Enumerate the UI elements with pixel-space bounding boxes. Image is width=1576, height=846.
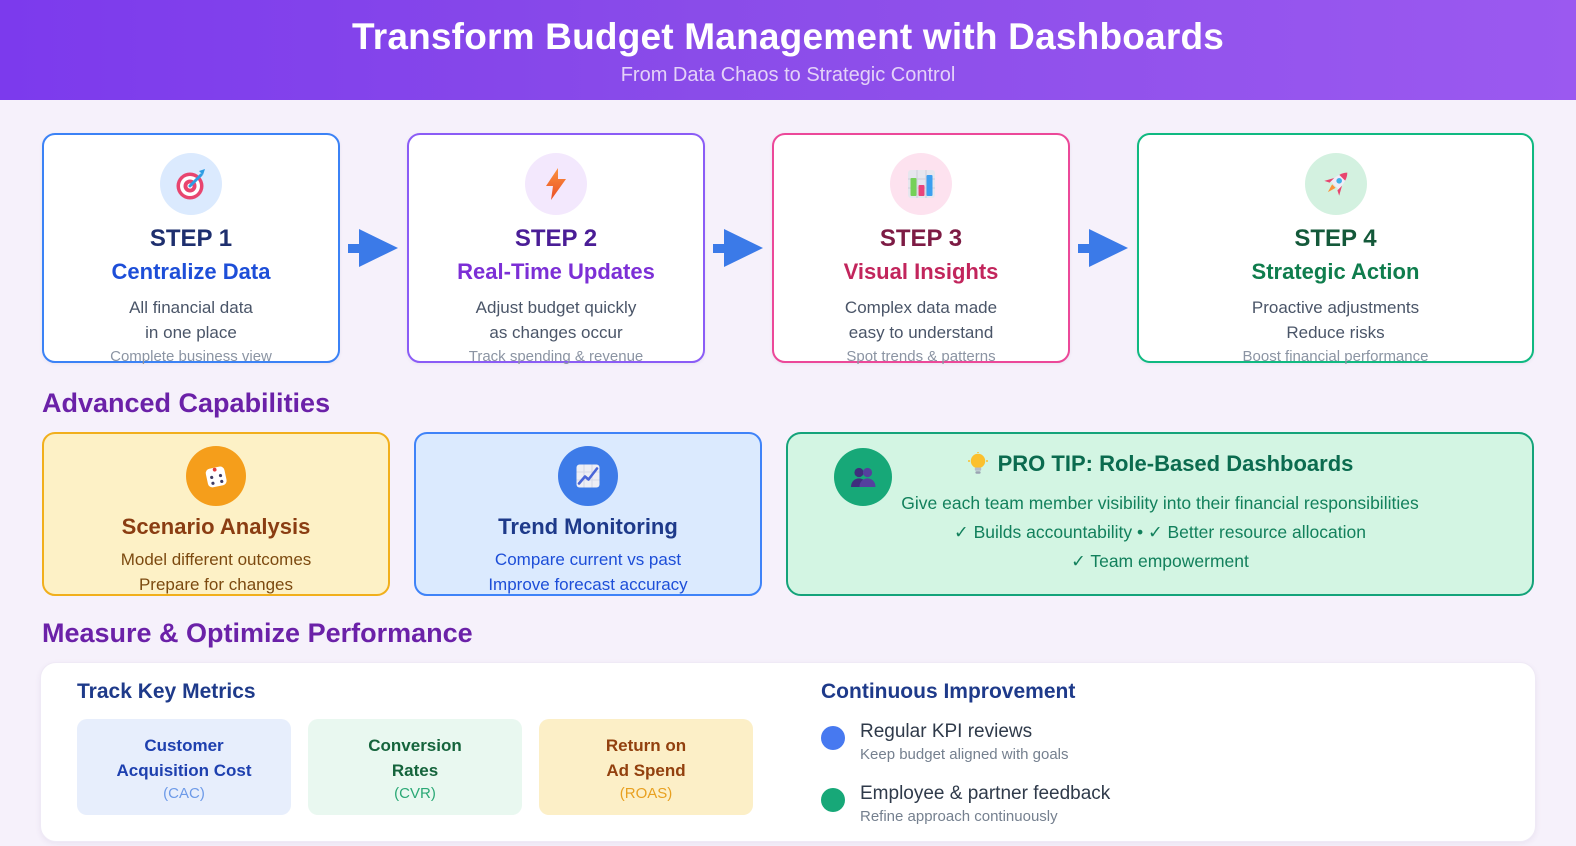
improvement-text: Employee & partner feedback Refine appro… <box>860 781 1110 827</box>
metric-title-line: Rates <box>391 760 439 780</box>
pro-tip-line: Give each team member visibility into th… <box>901 493 1419 513</box>
step-label: STEP 3 <box>879 225 963 252</box>
pro-tip-title-row: PRO TIP: Role-Based Dashboards <box>788 451 1532 477</box>
bullet-dot-icon <box>821 788 845 812</box>
metric-chip-roas: Return on Ad Spend (ROAS) <box>539 719 753 815</box>
arrow-right-icon <box>340 133 407 363</box>
metric-abbr: (CVR) <box>394 784 436 802</box>
team-icon <box>834 448 892 506</box>
improvement-title: Regular KPI reviews <box>860 721 1033 742</box>
improvement-title: Employee & partner feedback <box>860 783 1111 804</box>
metric-abbr: (ROAS) <box>619 784 673 802</box>
track-key-metrics-section: Track Key Metrics Customer Acquisition C… <box>77 680 753 824</box>
capability-desc-line: Compare current vs past <box>494 550 682 569</box>
target-icon <box>160 153 222 215</box>
trend-monitoring-card: Trend Monitoring Compare current vs past… <box>414 432 762 596</box>
metric-title-line: Return on <box>605 735 687 755</box>
steps-row: STEP 1 Centralize Data All financial dat… <box>42 133 1534 365</box>
step-title: Strategic Action <box>1251 259 1420 284</box>
capability-title: Trend Monitoring <box>498 514 678 539</box>
improvement-item: Employee & partner feedback Refine appro… <box>821 781 1110 827</box>
capability-desc-line: Prepare for changes <box>138 575 294 594</box>
lightning-icon <box>525 153 587 215</box>
metric-abbr: (CAC) <box>163 784 205 802</box>
page-subtitle: From Data Chaos to Strategic Control <box>620 63 956 86</box>
step-title: Visual Insights <box>843 259 999 284</box>
bar-chart-icon <box>890 153 952 215</box>
step-description: Adjust budget quickly as changes occur T… <box>409 295 703 368</box>
step-desc-line: Adjust budget quickly <box>475 298 637 317</box>
scenario-analysis-card: Scenario Analysis Model different outcom… <box>42 432 390 596</box>
step-card-4: STEP 4 Strategic Action Proactive adjust… <box>1137 133 1534 365</box>
improvement-subtitle: Keep budget aligned with goals <box>860 746 1069 763</box>
metric-chip-cvr: Conversion Rates (CVR) <box>308 719 522 815</box>
improvement-heading: Continuous Improvement <box>821 680 1076 703</box>
step-label: STEP 1 <box>149 225 233 252</box>
step-desc-line: Complex data made <box>844 298 998 317</box>
metric-title-line: Ad Spend <box>606 760 686 780</box>
improvement-text: Regular KPI reviews Keep budget aligned … <box>860 719 1069 765</box>
pro-tip-line: ✓ Builds accountability • ✓ Better resou… <box>954 522 1366 542</box>
step-description: Proactive adjustments Reduce risks Boost… <box>1139 295 1532 368</box>
metric-title-line: Customer <box>144 735 224 755</box>
performance-card: Track Key Metrics Customer Acquisition C… <box>40 662 1536 842</box>
step-label: STEP 2 <box>514 225 598 252</box>
arrow-right-icon <box>705 133 772 363</box>
step-desc-line: All financial data <box>129 298 253 317</box>
capability-desc-line: Model different outcomes <box>120 550 312 569</box>
continuous-improvement-section: Continuous Improvement Regular KPI revie… <box>821 680 1110 827</box>
step-title: Real-Time Updates <box>457 259 655 284</box>
performance-heading: Measure & Optimize Performance <box>42 618 473 648</box>
bullet-dot-icon <box>821 726 845 750</box>
improvement-item: Regular KPI reviews Keep budget aligned … <box>821 719 1110 765</box>
pro-tip-line: ✓ Team empowerment <box>1071 551 1249 571</box>
arrow-right-icon <box>1070 133 1137 363</box>
step-desc-line: Proactive adjustments <box>1251 298 1420 317</box>
pro-tip-card: PRO TIP: Role-Based Dashboards Give each… <box>786 432 1534 596</box>
page-title: Transform Budget Management with Dashboa… <box>351 15 1225 57</box>
capability-description: Compare current vs past Improve forecast… <box>416 547 760 597</box>
step-note: Spot trends & patterns <box>846 348 996 365</box>
step-desc-line: as changes occur <box>489 323 623 342</box>
step-card-1: STEP 1 Centralize Data All financial dat… <box>42 133 340 365</box>
capabilities-heading: Advanced Capabilities <box>42 388 331 418</box>
pro-tip-title: PRO TIP: Role-Based Dashboards <box>997 451 1354 476</box>
metric-title-line: Conversion <box>368 735 462 755</box>
step-desc-line: easy to understand <box>848 323 994 342</box>
step-card-3: STEP 3 Visual Insights Complex data made… <box>772 133 1070 365</box>
step-title: Centralize Data <box>111 259 271 284</box>
step-label: STEP 4 <box>1294 225 1377 252</box>
capability-description: Model different outcomes Prepare for cha… <box>44 547 388 597</box>
step-card-2: STEP 2 Real-Time Updates Adjust budget q… <box>407 133 705 365</box>
page-header: Transform Budget Management with Dashboa… <box>0 0 1576 100</box>
trend-chart-icon <box>558 446 618 506</box>
step-note: Complete business view <box>110 348 272 365</box>
step-note: Boost financial performance <box>1242 348 1429 365</box>
step-note: Track spending & revenue <box>468 348 644 365</box>
metric-title-line: Acquisition Cost <box>116 760 252 780</box>
step-desc-line: in one place <box>145 323 237 342</box>
capability-title: Scenario Analysis <box>121 514 311 539</box>
rocket-icon <box>1304 153 1367 215</box>
improvement-subtitle: Refine approach continuously <box>860 808 1058 825</box>
step-desc-line: Reduce risks <box>1286 323 1385 342</box>
step-description: All financial data in one place Complete… <box>44 295 338 368</box>
capabilities-row: Scenario Analysis Model different outcom… <box>42 432 1534 596</box>
metric-chip-cac: Customer Acquisition Cost (CAC) <box>77 719 291 815</box>
dice-icon <box>186 446 246 506</box>
lightbulb-icon <box>967 452 988 474</box>
metric-chips-row: Customer Acquisition Cost (CAC) Conversi… <box>77 719 753 815</box>
capability-desc-line: Improve forecast accuracy <box>488 575 688 594</box>
step-description: Complex data made easy to understand Spo… <box>774 295 1068 368</box>
metrics-heading: Track Key Metrics <box>77 680 256 703</box>
